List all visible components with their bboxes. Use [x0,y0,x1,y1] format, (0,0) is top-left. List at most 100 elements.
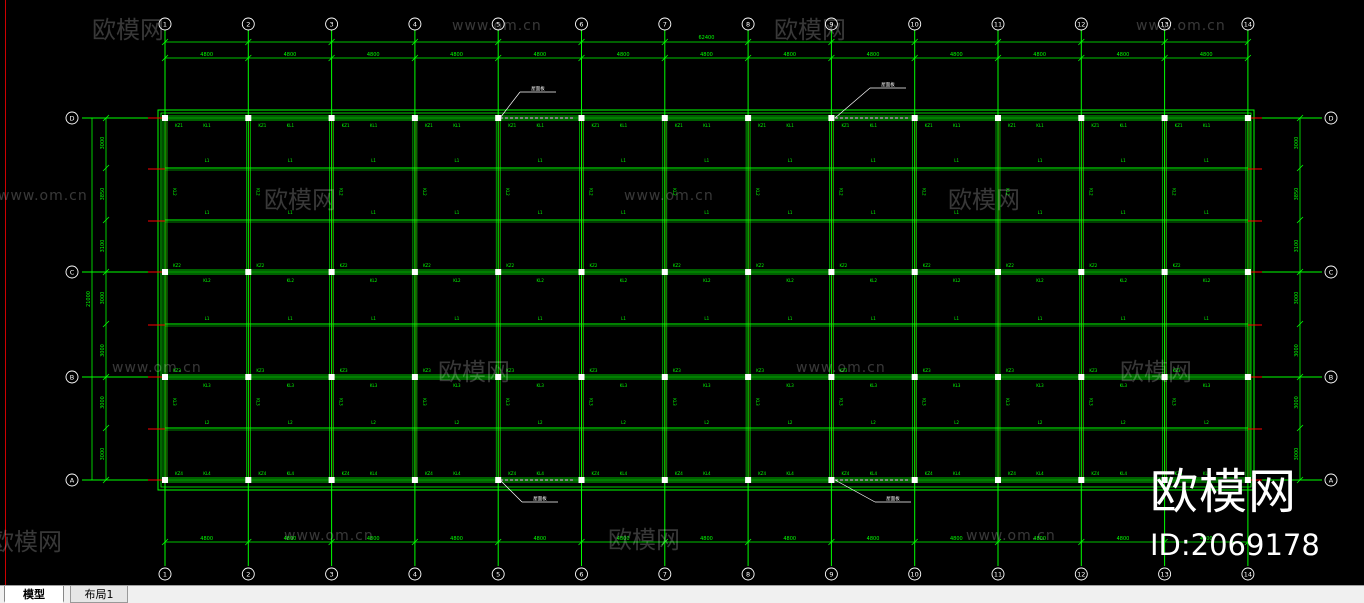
beam-label: KL1 [703,123,711,128]
column-node [1078,269,1085,275]
beam-label: L1 [1204,316,1209,321]
dim-tick [661,538,669,546]
dim-text-bay: 4800 [1117,52,1130,58]
dim-text-bay: 4800 [783,52,796,58]
column-label: KZ2 [590,263,598,268]
tab-layout1[interactable]: 布局1 [70,586,128,603]
axis-bubble-label: 2 [246,21,250,29]
callout-label: 屋面板 [531,85,545,92]
beam-label: KL2 [339,188,344,196]
column-node [245,374,252,380]
beam-label: KL3 [1088,398,1093,406]
beam-label: L2 [1204,420,1209,425]
column-label: KZ1 [592,123,600,128]
dim-tick [578,54,585,62]
axis-bubble-label: 5 [496,571,500,579]
beam-label: L1 [1038,316,1043,321]
axis-bubble-label: 4 [413,571,417,579]
axis-bubble [241,17,255,31]
beam-label: KL3 [255,398,260,406]
dim-tick [828,538,835,546]
column-label: KZ3 [256,368,264,373]
axis-bubble-label: 12 [1077,21,1085,29]
axis-bubble-label: 14 [1244,21,1252,29]
beam-label: KL3 [703,383,711,388]
axis-bubble [1158,17,1172,31]
beam-label: L1 [371,210,376,215]
dim-tick [661,38,669,46]
column-label: KZ1 [675,123,683,128]
column-node [995,374,1001,380]
callout-leader [499,91,521,119]
beam-label: KL1 [370,123,378,128]
beam-label: KL1 [953,123,961,128]
beam-label: KL3 [922,398,927,406]
dim-tick [578,38,585,46]
axis-bubble [65,370,79,384]
column-node [411,477,418,483]
beam-label: L1 [788,316,793,321]
dim-tick [1296,476,1304,484]
column-label: KZ4 [675,471,683,476]
dim-tick [1161,38,1168,46]
dim-text-bay: 4800 [617,52,630,58]
dim-tick [1244,38,1252,46]
column-node [661,269,668,275]
dim-text-vertical: 3100 [1294,240,1300,253]
axis-bubble-label: A [70,477,75,485]
dim-text-bay: 4800 [284,52,297,58]
beam-label: KL4 [703,471,711,476]
axis-bubble-label: 1 [163,21,167,29]
callout-leader [834,87,871,119]
tab-model[interactable]: 模型 [4,586,64,603]
column-label: KZ4 [425,471,433,476]
column-label: KZ2 [1006,263,1014,268]
beam-label: KL1 [536,123,544,128]
axis-bubble [824,17,838,31]
dim-text-vertical: 3850 [100,188,106,201]
dim-tick [744,54,752,62]
dim-tick [1296,373,1304,381]
beam-label: L1 [455,158,460,163]
beam-label: L1 [704,158,709,163]
beam-label: L1 [621,316,626,321]
column-node [661,115,668,121]
axis-bubble-label: B [70,374,74,382]
axis-bubble-label: 5 [496,21,500,29]
column-label: KZ3 [340,368,348,373]
beam-label: L1 [1121,210,1126,215]
axis-bubble-label: 2 [246,571,250,579]
dim-text-total: 62400 [698,35,714,41]
axis-bubble [658,17,672,31]
column-node [745,115,752,121]
axis-bubble-label: C [1329,269,1334,277]
column-node [495,269,502,275]
beam-label: KL3 [870,383,878,388]
axis-bubble-label: 13 [1160,571,1168,579]
dim-tick [744,38,752,46]
dim-text-bay: 4800 [367,536,380,542]
dim-text-bay: 4800 [200,536,213,542]
beam-label: KL2 [755,188,760,196]
callout-label: 屋面板 [533,495,547,502]
beam-label: L1 [288,210,293,215]
column-node [995,477,1001,483]
dim-tick [411,538,419,546]
column-label: KZ1 [508,123,516,128]
dim-text-vertical: 3100 [100,240,106,253]
beam-label: KL3 [339,398,344,406]
dim-tick [911,54,918,62]
beam-label: L1 [205,210,210,215]
axis-bubble [325,567,339,581]
beam-label: L1 [538,210,543,215]
beam-label: KL2 [255,188,260,196]
dim-tick [102,216,110,224]
beam-label: L1 [1204,210,1209,215]
beam-label: KL2 [1088,188,1093,196]
column-label: KZ2 [923,263,931,268]
column-label: KZ1 [758,123,766,128]
callout-leader [834,479,876,503]
beam-label: KL3 [838,398,843,406]
beam-label: KL2 [922,188,927,196]
